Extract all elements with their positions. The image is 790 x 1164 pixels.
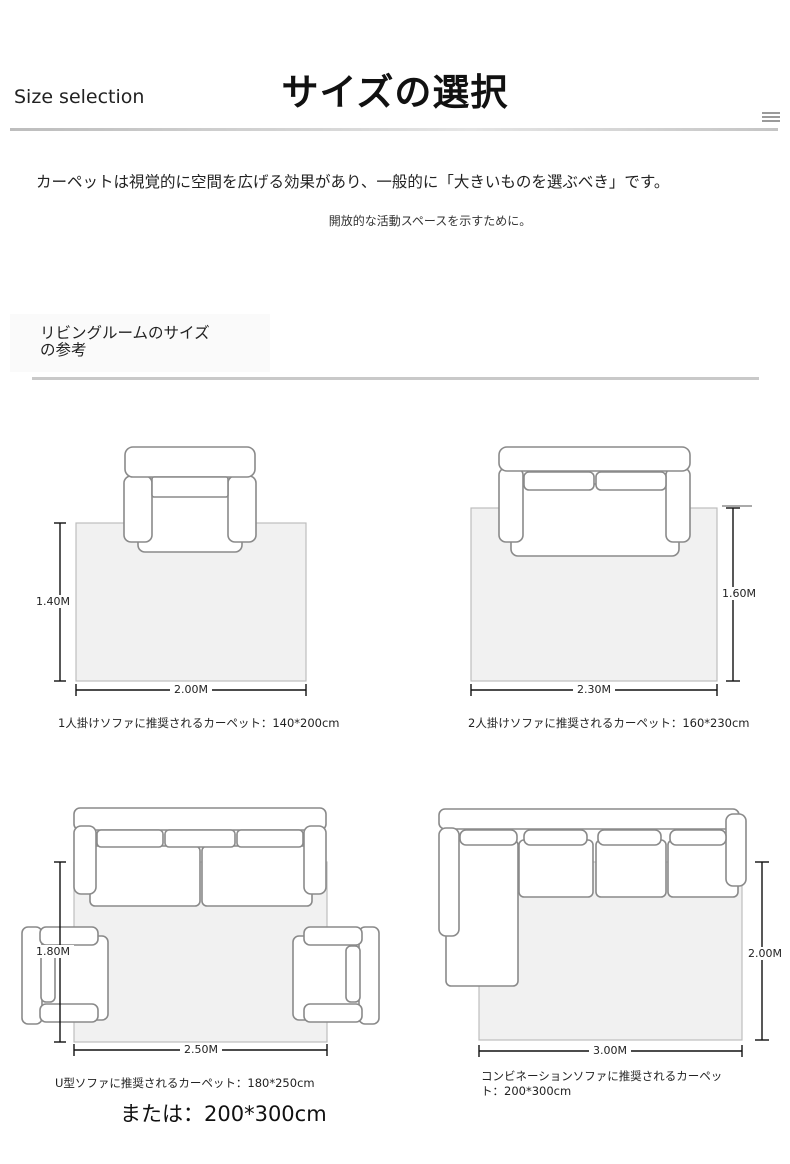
diagram-combination-sofa bbox=[438, 808, 769, 1057]
sofa-seat-2 bbox=[510, 483, 680, 557]
section-title: リビングルームのサイズ の参考 bbox=[40, 325, 210, 359]
section-title-line1: リビングルームのサイズ bbox=[40, 324, 210, 342]
sofa-arm-left-1 bbox=[123, 475, 153, 543]
section-divider bbox=[32, 377, 759, 380]
sofa-back-1 bbox=[124, 446, 256, 478]
alt-size-note: または：200*300cm bbox=[120, 1102, 327, 1126]
height-label-2: 1.60M bbox=[718, 587, 760, 600]
width-label-4: 3.00M bbox=[589, 1044, 631, 1057]
intro-text: カーペットは視覚的に空間を広げる効果があり、一般的に「大きいものを選ぶべき」です… bbox=[36, 173, 670, 191]
caption-single-sofa: 1人掛けソファに推奨されるカーペット：140*200cm bbox=[58, 716, 340, 730]
sofa-back-4 bbox=[438, 808, 740, 830]
page-title: サイズの選択 bbox=[281, 71, 509, 114]
height-label-4: 2.00M bbox=[744, 947, 786, 960]
caption-combination-line2: ト：200*300cm bbox=[481, 1084, 572, 1098]
height-label-1: 1.40M bbox=[32, 595, 74, 608]
sofa-arm-right-4 bbox=[725, 813, 747, 887]
sofa-cushion-3b bbox=[164, 829, 236, 848]
sofa-seat-4b bbox=[595, 839, 667, 898]
diagram-two-seat-sofa bbox=[470, 446, 752, 696]
width-label-2: 2.30M bbox=[573, 683, 615, 696]
sofa-arm-left-4 bbox=[438, 827, 460, 937]
sofa-seat-3b bbox=[201, 845, 313, 907]
menu-icon[interactable] bbox=[762, 112, 780, 124]
header-divider bbox=[10, 128, 778, 131]
section-title-line2: の参考 bbox=[40, 341, 87, 359]
sofa-arm-left-2 bbox=[498, 467, 524, 543]
sofa-cushion-1 bbox=[151, 476, 229, 498]
caption-u-sofa: U型ソファに推奨されるカーペット：180*250cm bbox=[55, 1076, 315, 1090]
caption-two-seat-sofa: 2人掛けソファに推奨されるカーペット：160*230cm bbox=[468, 716, 750, 730]
sofa-arm-right-3 bbox=[303, 825, 327, 895]
height-label-3: 1.80M bbox=[32, 945, 74, 958]
diagram-single-sofa bbox=[54, 446, 307, 696]
sofa-seat-3a bbox=[89, 845, 201, 907]
sofa-arm-right-1 bbox=[227, 475, 257, 543]
sofa-back-3 bbox=[73, 807, 327, 831]
width-label-3: 2.50M bbox=[180, 1043, 222, 1056]
sofa-back-2 bbox=[498, 446, 691, 472]
caption-combination-sofa: コンビネーションソファに推奨されるカーペッ ト：200*300cm bbox=[481, 1069, 722, 1099]
sofa-cushion-3c bbox=[236, 829, 304, 848]
sofa-cushion-2a bbox=[523, 471, 595, 491]
section-heading-background bbox=[10, 314, 270, 372]
caption-combination-line1: コンビネーションソファに推奨されるカーペッ bbox=[481, 1069, 723, 1083]
sofa-arm-left-3 bbox=[73, 825, 97, 895]
width-label-1: 2.00M bbox=[170, 683, 212, 696]
intro-subtext: 開放的な活動スペースを示すために。 bbox=[328, 214, 532, 228]
diagram-u-sofa bbox=[21, 807, 380, 1056]
sofa-seat-4a bbox=[518, 839, 594, 898]
sofa-cushion-2b bbox=[595, 471, 667, 491]
size-selection-label: Size selection bbox=[14, 86, 145, 108]
sofa-arm-right-2 bbox=[665, 467, 691, 543]
sofa-cushion-3a bbox=[96, 829, 164, 848]
sofa-seat-1 bbox=[137, 489, 243, 553]
